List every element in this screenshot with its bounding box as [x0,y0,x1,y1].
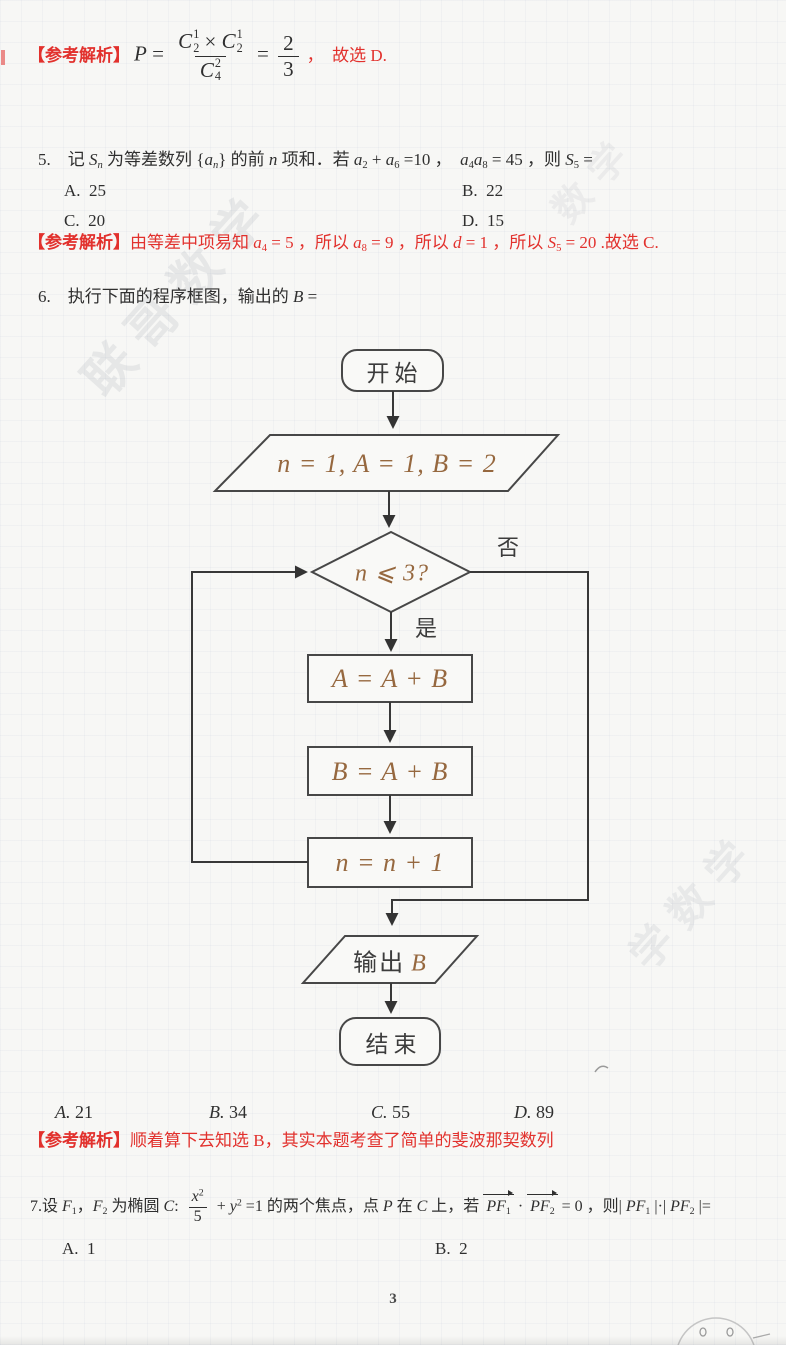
question6-stem: 6. 执行下面的程序框图，输出的 B = [38,287,318,306]
flowchart-end-label: 结束 [365,1032,422,1057]
flowchart-condition-label: n ⩽ 3? [354,560,430,587]
q5-option-c: C. 20 [64,211,106,230]
q6-option-c: C. 55 [371,1102,411,1122]
flowchart-step3-label: n = n + 1 [335,848,445,877]
watermark: 数学 [544,125,646,232]
flowchart-yes-label: 是 [414,616,443,641]
solution-label: 【参考解析】 [28,45,130,65]
answer-choice-d: ， 故选 D. [306,45,387,65]
pen-mark [594,1065,609,1073]
q5-option-a: A. 25 [64,181,107,200]
watermark: 学数学 [622,823,769,980]
solution-q5: 【参考解析】由等差中项易知 a4 = 5 ，所以 a8 = 9 ，所以 d = … [28,233,659,255]
output-prefix: 输出 [353,950,406,977]
q7-option-b: B. 2 [435,1239,468,1258]
q5-option-b: B. 22 [462,181,504,200]
flowchart-no-label: 否 [496,535,525,560]
q6-option-a: A. 21 [55,1102,93,1122]
smiley-logo-partial [677,1317,771,1345]
flowchart-step2-label: B = A + B [331,757,449,786]
q7-option-a: A. 1 [62,1239,96,1258]
scan-artifact [1,50,5,65]
q5-option-d: D. 15 [462,211,505,230]
connector-loop-back [191,565,308,863]
flowchart-init-label: n = 1, A = 1, B = 2 [277,449,497,478]
q6-option-d: D. 89 [514,1102,554,1122]
solution-q6: 【参考解析】顺着算下去知选 B，其实本题考查了简单的斐波那契数列 [28,1131,554,1150]
question5-stem: 5. 记 Sn 为等差数列 {an} 的前 n 项和．若 a2 + a6 =10… [38,150,593,172]
flowchart-start-label: 开始 [366,361,423,386]
q6-option-b: B. 34 [209,1102,247,1122]
flowchart-step1-label: A = A + B [331,664,449,693]
page-number: 3 [389,1291,397,1307]
output-variable: B [411,950,427,977]
